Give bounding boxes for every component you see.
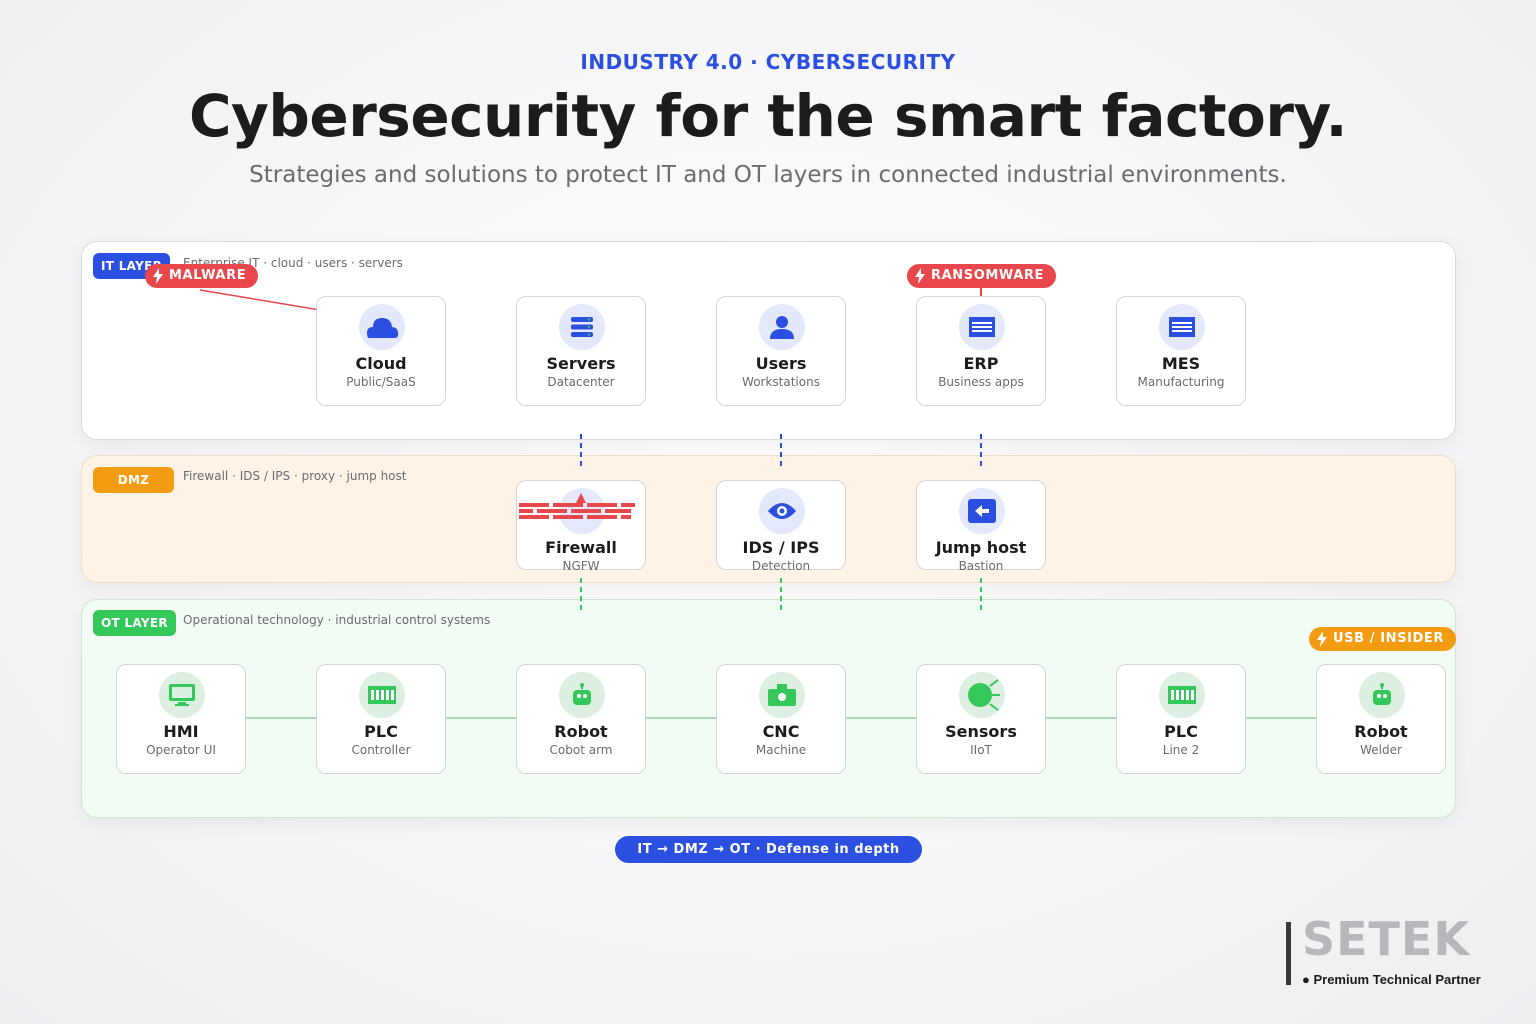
- node-label: Users: [755, 354, 807, 373]
- node-sublabel: Operator UI: [146, 743, 216, 757]
- node-sublabel: Machine: [755, 743, 807, 757]
- node-label: Firewall: [545, 538, 617, 557]
- server-icon: [571, 317, 593, 337]
- dmz-layer-description: Firewall · IDS / IPS · proxy · jump host: [183, 469, 407, 483]
- user-icon: [770, 316, 794, 339]
- node-sublabel: Workstations: [742, 375, 820, 389]
- node-label: ERP: [963, 354, 999, 373]
- monitor-icon: [169, 684, 195, 706]
- node-sublabel: Datacenter: [547, 375, 615, 389]
- node-sublabel: Detection: [751, 559, 811, 573]
- sensor-icon: [968, 679, 1000, 711]
- dmz-node-firewall[interactable]: Firewall NGFW: [516, 480, 646, 573]
- ot-node-plc-controller[interactable]: PLC Controller: [316, 664, 446, 774]
- node-label: MES: [1161, 354, 1201, 373]
- brand-logo-bar: [1286, 922, 1291, 985]
- node-label: Sensors: [945, 722, 1017, 741]
- ot-layer-tag: OT LAYER: [93, 610, 176, 636]
- defense-in-depth-pill: IT → DMZ → OT · Defense in depth: [615, 836, 922, 863]
- plc-icon: [368, 686, 396, 704]
- threat-label: RANSOMWARE: [931, 268, 1045, 283]
- jump-arrow-icon: [968, 499, 996, 523]
- lightning-icon: [915, 268, 925, 284]
- apple-icon: ●: [1302, 972, 1310, 987]
- brand-tagline: ● Premium Technical Partner: [1302, 972, 1481, 987]
- cnc-icon: [768, 684, 796, 706]
- threat-badge-malware[interactable]: MALWARE: [145, 264, 259, 288]
- node-label: PLC: [364, 722, 398, 741]
- node-label: PLC: [1164, 722, 1198, 741]
- dmz-layer-tag: DMZ: [93, 467, 174, 493]
- lightning-icon: [1317, 631, 1327, 647]
- it-node-users[interactable]: Users Workstations: [716, 296, 846, 406]
- app-list-icon: [969, 317, 995, 337]
- threat-label: USB / INSIDER: [1333, 631, 1445, 646]
- eyebrow: INDUSTRY 4.0 · CYBERSECURITY: [580, 50, 956, 74]
- threat-label: MALWARE: [169, 268, 247, 283]
- app-list-icon: [1169, 317, 1195, 337]
- node-label: CNC: [762, 722, 800, 741]
- robot-icon: [1373, 683, 1391, 705]
- node-label: Robot: [554, 722, 608, 741]
- node-sublabel: Manufacturing: [1137, 375, 1225, 389]
- brand-logo: SETEK: [1302, 912, 1470, 966]
- firewall-icon: [519, 493, 635, 519]
- it-node-cloud[interactable]: Cloud Public/SaaS: [316, 296, 446, 406]
- node-label: Robot: [1354, 722, 1408, 741]
- node-label: HMI: [163, 722, 199, 741]
- node-sublabel: Welder: [1360, 743, 1402, 757]
- ot-node-hmi[interactable]: HMI Operator UI: [116, 664, 246, 774]
- node-sublabel: Public/SaaS: [346, 375, 416, 389]
- node-label: Servers: [546, 354, 616, 373]
- dmz-node-ids-ips[interactable]: IDS / IPS Detection: [716, 480, 846, 573]
- cloud-icon: [367, 318, 399, 338]
- plc-icon: [1168, 686, 1196, 704]
- lightning-icon: [153, 268, 163, 284]
- node-sublabel: Bastion: [958, 559, 1004, 573]
- it-node-mes[interactable]: MES Manufacturing: [1116, 296, 1246, 406]
- ot-layer-description: Operational technology · industrial cont…: [183, 613, 491, 627]
- node-sublabel: Cobot arm: [549, 743, 613, 757]
- node-sublabel: NGFW: [562, 559, 600, 573]
- ot-node-sensors[interactable]: Sensors IIoT: [916, 664, 1046, 774]
- node-sublabel: Controller: [351, 743, 411, 757]
- node-sublabel: Business apps: [938, 375, 1024, 389]
- it-node-servers[interactable]: Servers Datacenter: [516, 296, 646, 406]
- page-title: Cybersecurity for the smart factory.: [188, 82, 1348, 150]
- node-label: IDS / IPS: [742, 538, 820, 557]
- threat-badge-usb-insider[interactable]: USB / INSIDER: [1309, 627, 1457, 651]
- node-label: Cloud: [355, 354, 407, 373]
- ot-node-robot-cobot[interactable]: Robot Cobot arm: [516, 664, 646, 774]
- node-sublabel: Line 2: [1162, 743, 1200, 757]
- node-sublabel: IIoT: [970, 743, 992, 757]
- ot-node-cnc[interactable]: CNC Machine: [716, 664, 846, 774]
- dmz-node-jump-host[interactable]: Jump host Bastion: [916, 480, 1046, 573]
- eye-icon: [768, 503, 796, 519]
- it-node-erp[interactable]: ERP Business apps: [916, 296, 1046, 406]
- ot-node-plc-line2[interactable]: PLC Line 2: [1116, 664, 1246, 774]
- ot-node-robot-welder[interactable]: Robot Welder: [1316, 664, 1446, 774]
- threat-badge-ransomware[interactable]: RANSOMWARE: [907, 264, 1057, 288]
- node-label: Jump host: [935, 538, 1027, 557]
- page-subtitle: Strategies and solutions to protect IT a…: [249, 162, 1287, 188]
- robot-icon: [573, 683, 591, 705]
